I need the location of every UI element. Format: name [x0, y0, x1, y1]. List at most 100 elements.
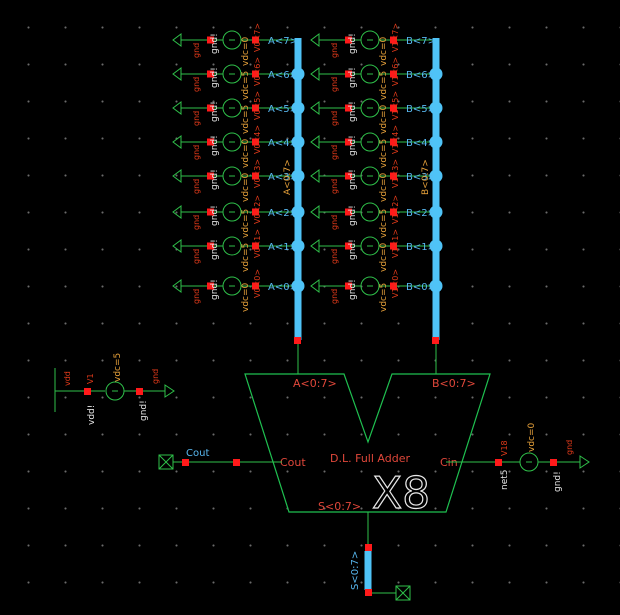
vdd-gnd-pin[interactable]	[136, 388, 143, 395]
source-name-label: V0<1>	[253, 229, 262, 258]
cin-pin[interactable]	[495, 459, 502, 466]
bus-b-pin[interactable]	[432, 337, 439, 344]
gnd-pin[interactable]	[345, 282, 352, 290]
bit-pin[interactable]	[252, 104, 259, 112]
bit-pin[interactable]	[390, 172, 397, 180]
block-port-cout: Cout	[280, 456, 306, 469]
gnd-pin-label: gnd!	[348, 205, 358, 226]
gnd-pin[interactable]	[207, 172, 214, 180]
gnd-pin[interactable]	[345, 242, 352, 250]
gnd-pin[interactable]	[345, 70, 352, 78]
source-name-label: V0<2>	[253, 195, 262, 224]
bit-pin[interactable]	[390, 104, 397, 112]
bit-label: B<2>	[406, 208, 436, 219]
gnd-sym-label: gnd	[330, 249, 339, 264]
s-bus-label: S<0:7>	[350, 551, 361, 590]
gnd-pin[interactable]	[345, 138, 352, 146]
ground-icon	[172, 67, 182, 81]
vdc-label: vdc=0	[379, 242, 389, 272]
gnd-pin-label: gnd!	[210, 205, 220, 226]
bit-pin[interactable]	[390, 282, 397, 290]
bit-pin[interactable]	[252, 282, 259, 290]
ground-icon	[172, 205, 182, 219]
cin-gnd-pin[interactable]	[550, 459, 557, 466]
vdc-label: vdc=5	[379, 209, 389, 238]
gnd-pin[interactable]	[345, 172, 352, 180]
gnd-pin[interactable]	[345, 36, 352, 44]
cin-source-vdc: vdc=0	[527, 422, 537, 452]
bus-a-pin[interactable]	[294, 337, 301, 344]
bit-pin[interactable]	[252, 70, 259, 78]
bit-pin[interactable]	[390, 138, 397, 146]
gnd-sym-label: gnd	[192, 289, 201, 304]
vdc-label: vdc=5	[379, 71, 389, 100]
bit-pin[interactable]	[390, 36, 397, 44]
source-name-label: V1<2>	[391, 195, 400, 224]
bus-a-vertical-label: A<0:7>	[283, 159, 293, 195]
ground-icon	[310, 239, 320, 253]
block-port-s: S<0:7>	[318, 500, 361, 513]
vdd-source-name: V1	[86, 373, 95, 384]
vdd-gnd-icon	[164, 384, 175, 398]
gnd-pin[interactable]	[207, 242, 214, 250]
ground-icon	[172, 169, 182, 183]
gnd-pin[interactable]	[345, 104, 352, 112]
gnd-pin-label: gnd!	[348, 279, 358, 300]
bit-pin[interactable]	[252, 36, 259, 44]
gnd-pin[interactable]	[207, 36, 214, 44]
bit-pin[interactable]	[252, 208, 259, 216]
cout-pin-right[interactable]	[233, 459, 240, 466]
vdc-label: vdc=5	[379, 139, 389, 168]
s-bus-group: S<0:7>	[350, 512, 411, 601]
gnd-pin[interactable]	[207, 104, 214, 112]
ground-icon	[172, 135, 182, 149]
cout-pin-left[interactable]	[182, 459, 189, 466]
gnd-pin[interactable]	[345, 208, 352, 216]
gnd-sym-label: gnd	[330, 111, 339, 126]
vdd-pin[interactable]	[84, 388, 91, 395]
gnd-sym-label: gnd	[330, 43, 339, 58]
vdc-label: vdc=0	[241, 138, 251, 168]
gnd-pin-label: gnd!	[210, 67, 220, 88]
cin-gnd-pin-label: gnd!	[553, 471, 563, 492]
gnd-sym-label: gnd	[192, 43, 201, 58]
vdc-label: vdc=0	[241, 282, 251, 312]
vdd-source-vdc: vdc=5	[113, 353, 123, 382]
s-bus-pin-bottom[interactable]	[365, 589, 372, 596]
bit-pin[interactable]	[390, 242, 397, 250]
gnd-sym-label: gnd	[192, 249, 201, 264]
vdc-label: vdc=0	[241, 172, 251, 202]
bit-label: A<5>	[268, 104, 298, 115]
s-bus-pin-top[interactable]	[365, 544, 372, 551]
gnd-pin-label: gnd!	[348, 169, 358, 190]
gnd-pin[interactable]	[207, 138, 214, 146]
bit-label: A<0>	[268, 282, 298, 293]
bit-pin[interactable]	[390, 208, 397, 216]
s-terminal-icon[interactable]	[395, 585, 411, 601]
full-adder-block[interactable]	[244, 373, 491, 513]
bit-label: A<4>	[268, 138, 298, 149]
bit-pin[interactable]	[390, 70, 397, 78]
gnd-pin-label: gnd!	[348, 135, 358, 156]
bit-pin[interactable]	[252, 138, 259, 146]
gnd-pin-label: gnd!	[348, 67, 358, 88]
gnd-pin[interactable]	[207, 282, 214, 290]
bit-label: A<7>	[268, 36, 298, 47]
source-name-label: V0<5>	[253, 91, 262, 120]
gnd-pin[interactable]	[207, 70, 214, 78]
vdc-label: vdc=0	[241, 36, 251, 66]
bit-pin[interactable]	[252, 172, 259, 180]
vdc-label: vdc=0	[379, 172, 389, 202]
bit-pin[interactable]	[252, 242, 259, 250]
gnd-pin[interactable]	[207, 208, 214, 216]
gnd-sym-label: gnd	[330, 289, 339, 304]
